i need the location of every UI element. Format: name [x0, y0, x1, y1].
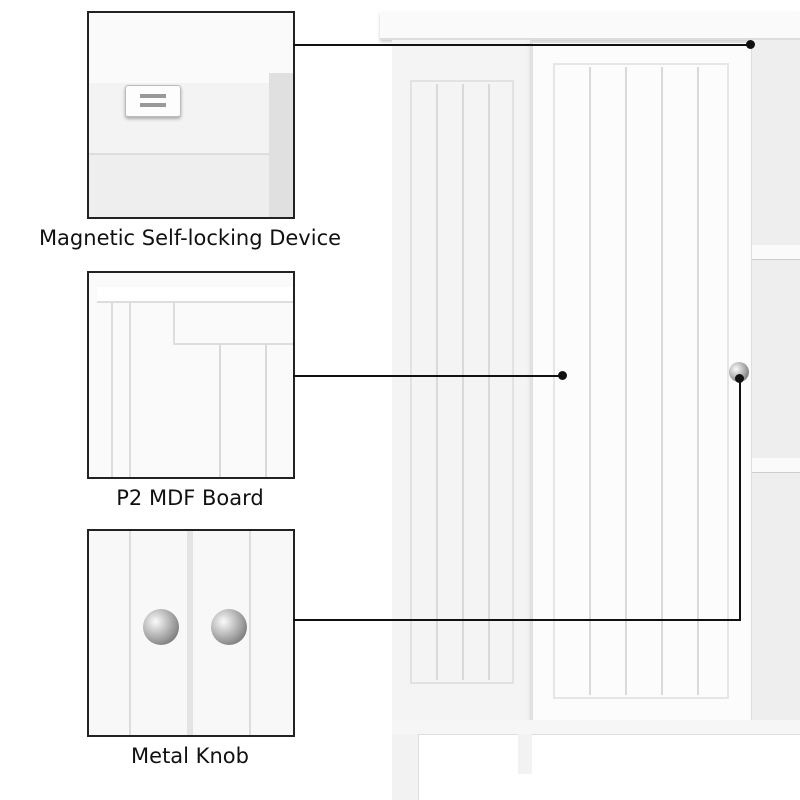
inset-magnetic-lock	[87, 11, 295, 219]
cabinet-top	[380, 12, 800, 40]
cabinet-leg	[518, 734, 532, 774]
caption-mdf-board: P2 MDF Board	[116, 486, 264, 510]
callout-line-lock	[293, 44, 750, 46]
caption-magnetic-lock: Magnetic Self-locking Device	[38, 226, 342, 250]
knob-icon	[143, 609, 179, 645]
open-shelves	[752, 40, 800, 720]
callout-line-board	[293, 375, 563, 377]
magnet-icon	[125, 85, 181, 117]
knob-icon	[211, 609, 247, 645]
cabinet-side-panel	[392, 40, 531, 720]
inset-metal-knob	[87, 529, 295, 737]
caption-metal-knob: Metal Knob	[131, 744, 249, 768]
callout-dot-lock	[746, 40, 755, 49]
callout-line-knob-vertical	[739, 378, 741, 621]
cabinet-door	[532, 42, 752, 722]
door-knob	[729, 362, 749, 382]
cabinet	[378, 0, 800, 800]
inset-mdf-board	[87, 271, 295, 479]
cabinet-base	[392, 720, 800, 735]
cabinet-leg	[392, 734, 419, 800]
callout-line-knob	[293, 619, 740, 621]
callout-dot-knob	[735, 374, 744, 383]
callout-dot-board	[558, 371, 567, 380]
